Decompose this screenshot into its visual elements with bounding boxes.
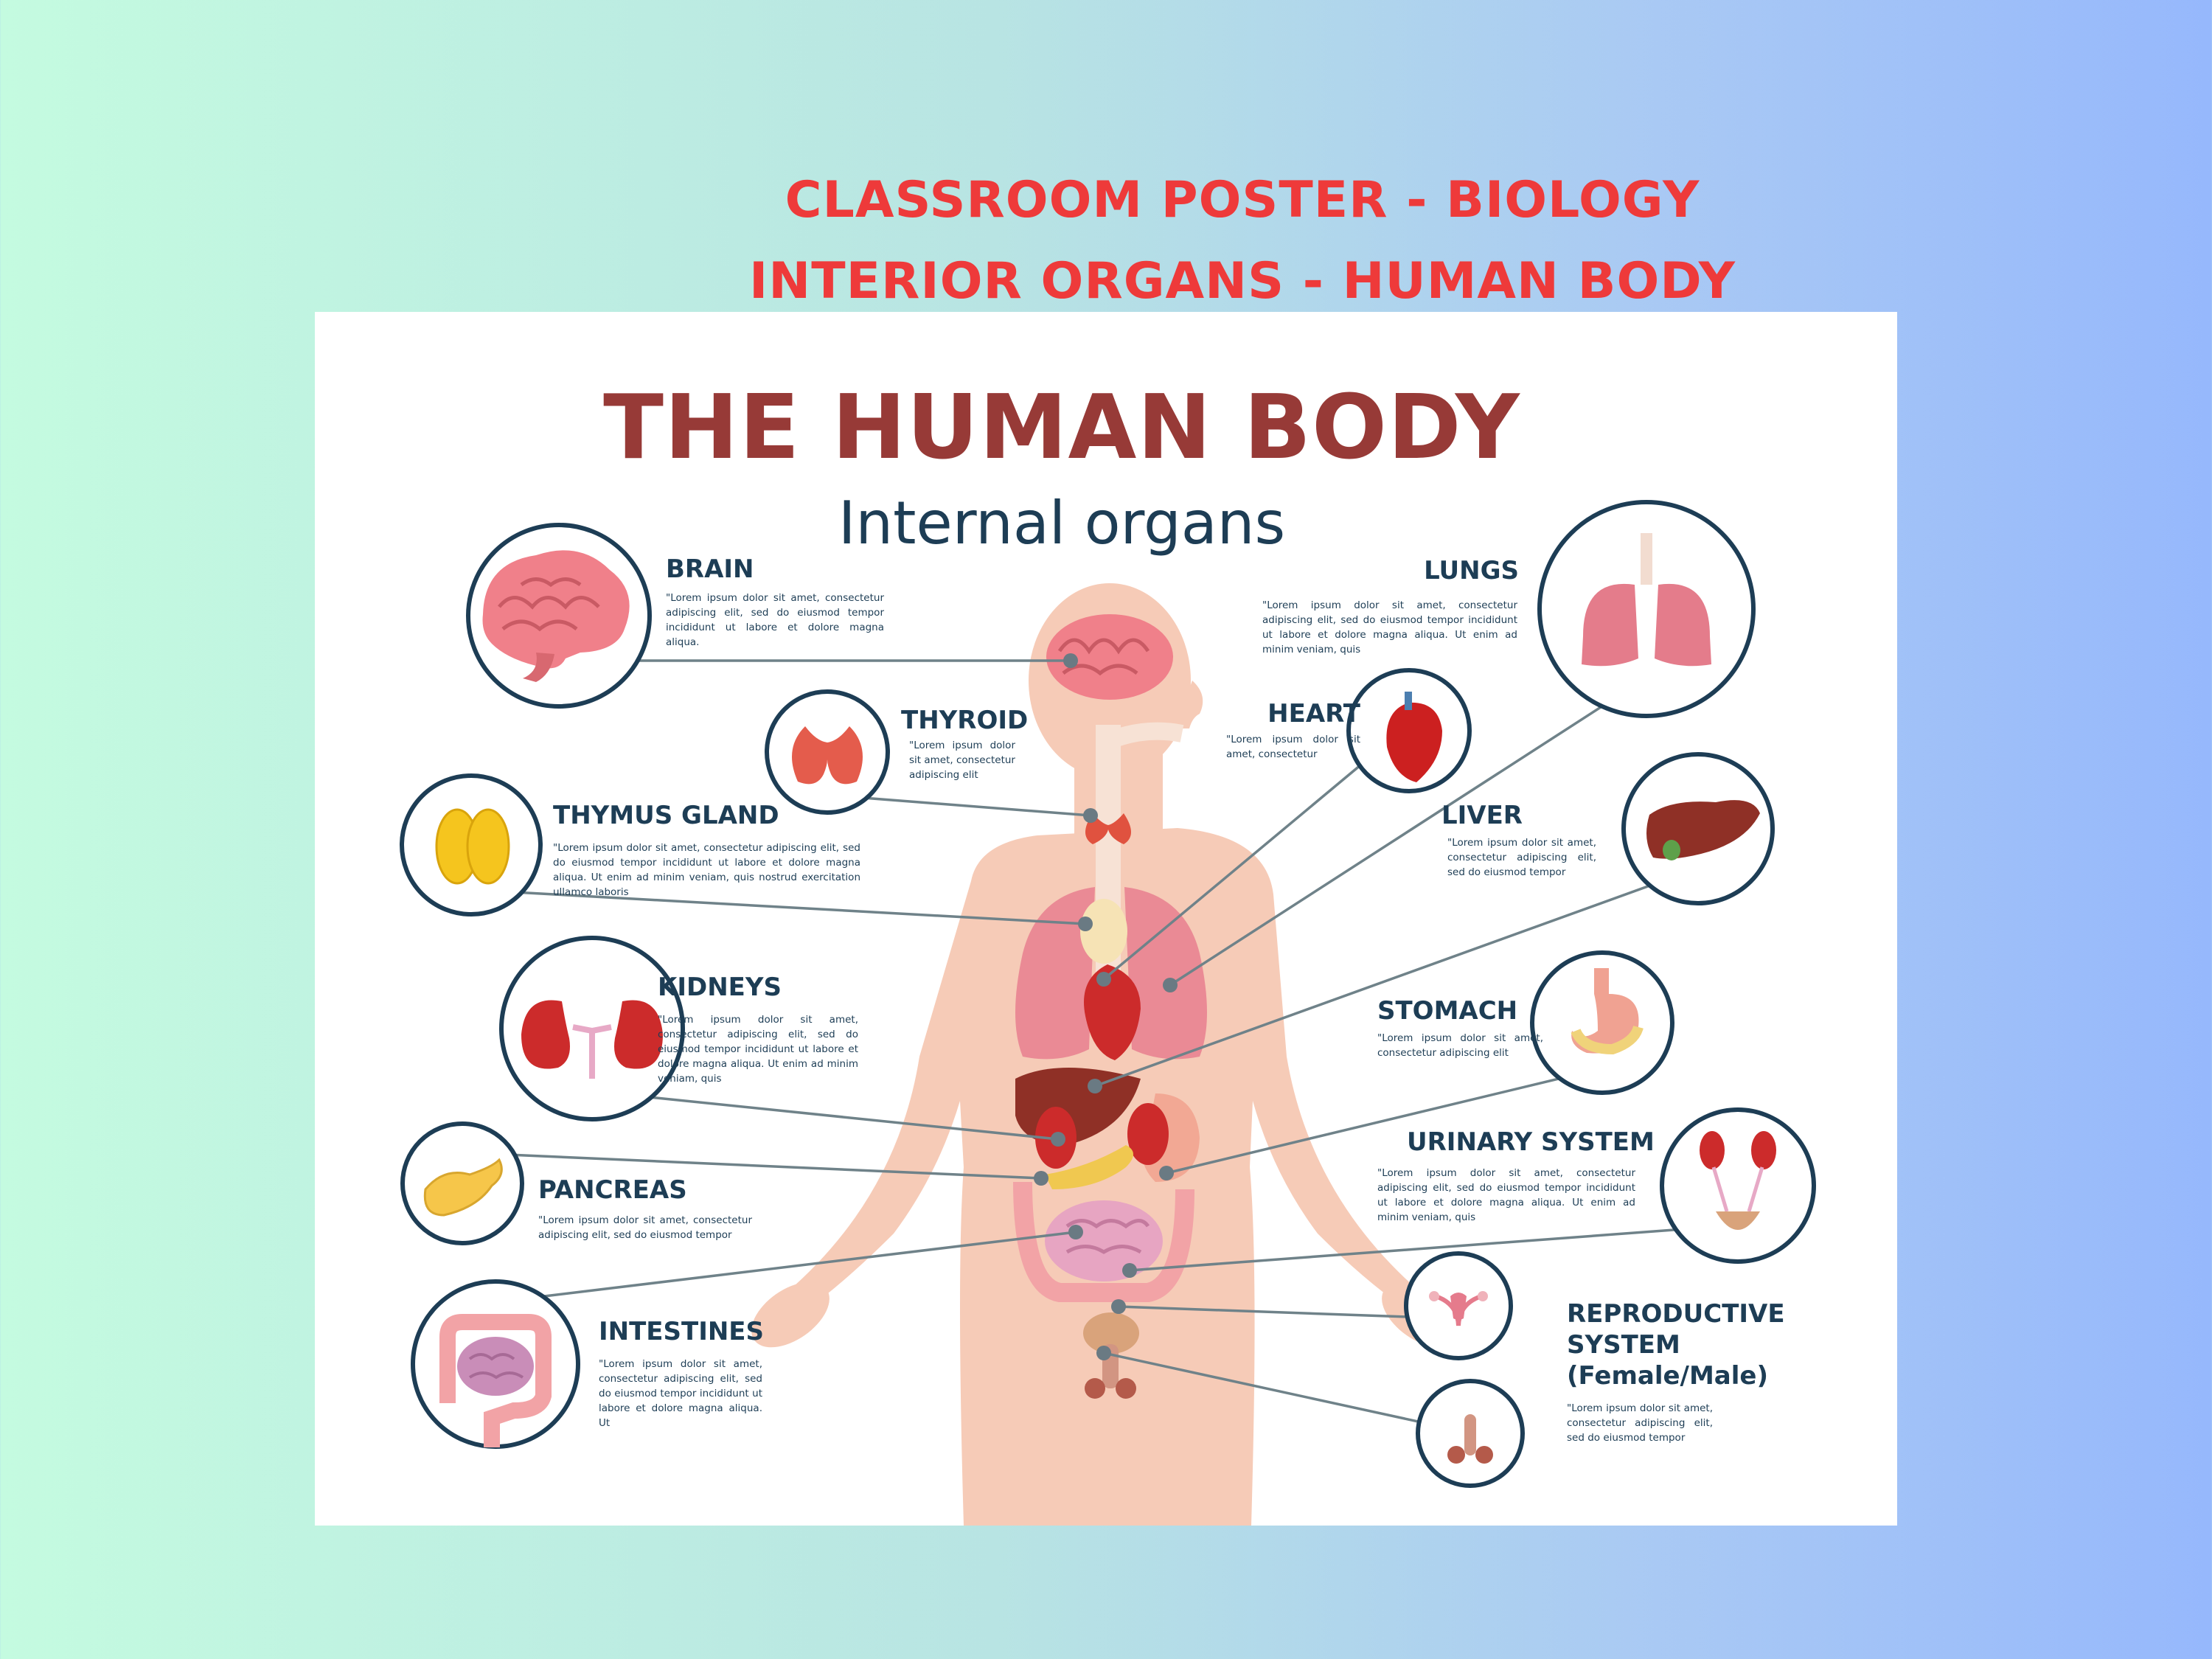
label-stomach: STOMACH — [1377, 996, 1518, 1026]
thyroid-icon — [792, 726, 863, 785]
label-intestines: INTESTINES — [599, 1317, 765, 1346]
label-pancreas: PANCREAS — [538, 1175, 687, 1205]
label-brain: BRAIN — [666, 554, 754, 584]
pancreas-icon — [423, 1158, 503, 1217]
label-reproductive-line-2: SYSTEM — [1567, 1330, 1680, 1360]
liver-icon — [1646, 800, 1760, 860]
stomach-icon — [1571, 968, 1644, 1055]
desc-stomach: "Lorem ipsum dolor sit amet, consectetur… — [1377, 1032, 1543, 1059]
banner-line-1: CLASSROOM POSTER - BIOLOGY — [785, 171, 1700, 229]
desc-reproductive: "Lorem ipsum dolor sit amet, consectetur… — [1567, 1402, 1713, 1444]
leader-lines — [458, 659, 1694, 1429]
desc-intestines: "Lorem ipsum dolor sit amet, consectetur… — [599, 1358, 762, 1429]
poster-subtitle: Internal organs — [838, 489, 1286, 557]
banner-line-2: INTERIOR ORGANS - HUMAN BODY — [749, 252, 1736, 310]
urinary-system-icon — [1700, 1131, 1776, 1230]
label-lungs: LUNGS — [1424, 556, 1519, 585]
brain-icon — [482, 550, 630, 682]
heart-icon — [1386, 692, 1442, 782]
urinary-circle — [1660, 1107, 1816, 1264]
body-brain — [1046, 614, 1173, 700]
lungs-icon — [1582, 533, 1711, 667]
reproductive-male-icon — [1447, 1414, 1493, 1464]
label-thymus: THYMUS GLAND — [553, 801, 779, 830]
desc-liver: "Lorem ipsum dolor sit amet, consectetur… — [1447, 837, 1596, 878]
body-pancreas — [1045, 1145, 1133, 1189]
body-lungs — [1015, 887, 1207, 1060]
kidneys-icon — [521, 1000, 663, 1079]
airway — [1105, 722, 1184, 750]
label-liver: LIVER — [1441, 801, 1523, 830]
label-heart: HEART — [1267, 699, 1360, 728]
label-kidneys: KIDNEYS — [658, 973, 782, 1002]
label-reproductive-line-1: REPRODUCTIVE — [1567, 1299, 1785, 1329]
thymus-gland-icon — [435, 808, 510, 885]
poster-title: THE HUMAN BODY — [603, 377, 1520, 479]
label-urinary: URINARY SYSTEM — [1407, 1127, 1655, 1157]
desc-lungs: "Lorem ipsum dolor sit amet, consectetur… — [1262, 599, 1517, 655]
body-thyroid — [1085, 813, 1131, 844]
poster: THE HUMAN BODY Internal organs BRAIN "Lo… — [315, 312, 1897, 1526]
body-thymus — [1080, 899, 1127, 964]
intestines-icon — [439, 1314, 552, 1447]
desc-brain: "Lorem ipsum dolor sit amet, consectetur… — [666, 592, 884, 648]
desc-thymus: "Lorem ipsum dolor sit amet, consectetur… — [553, 842, 860, 898]
reproductive-female-icon — [1429, 1291, 1488, 1326]
desc-pancreas: "Lorem ipsum dolor sit amet, consectetur… — [538, 1214, 752, 1241]
desc-thyroid: "Lorem ipsum dolor sit amet, consectetur… — [909, 740, 1015, 781]
desc-urinary: "Lorem ipsum dolor sit amet, consectetur… — [1377, 1167, 1635, 1223]
desc-heart: "Lorem ipsum dolor sit amet, consectetur — [1226, 734, 1360, 760]
label-thyroid: THYROID — [901, 706, 1029, 735]
label-reproductive-line-3: (Female/Male) — [1567, 1361, 1768, 1391]
body-heart — [1084, 964, 1141, 1060]
desc-kidneys: "Lorem ipsum dolor sit amet, consectetur… — [658, 1014, 858, 1085]
poster-artwork — [400, 500, 1816, 1526]
